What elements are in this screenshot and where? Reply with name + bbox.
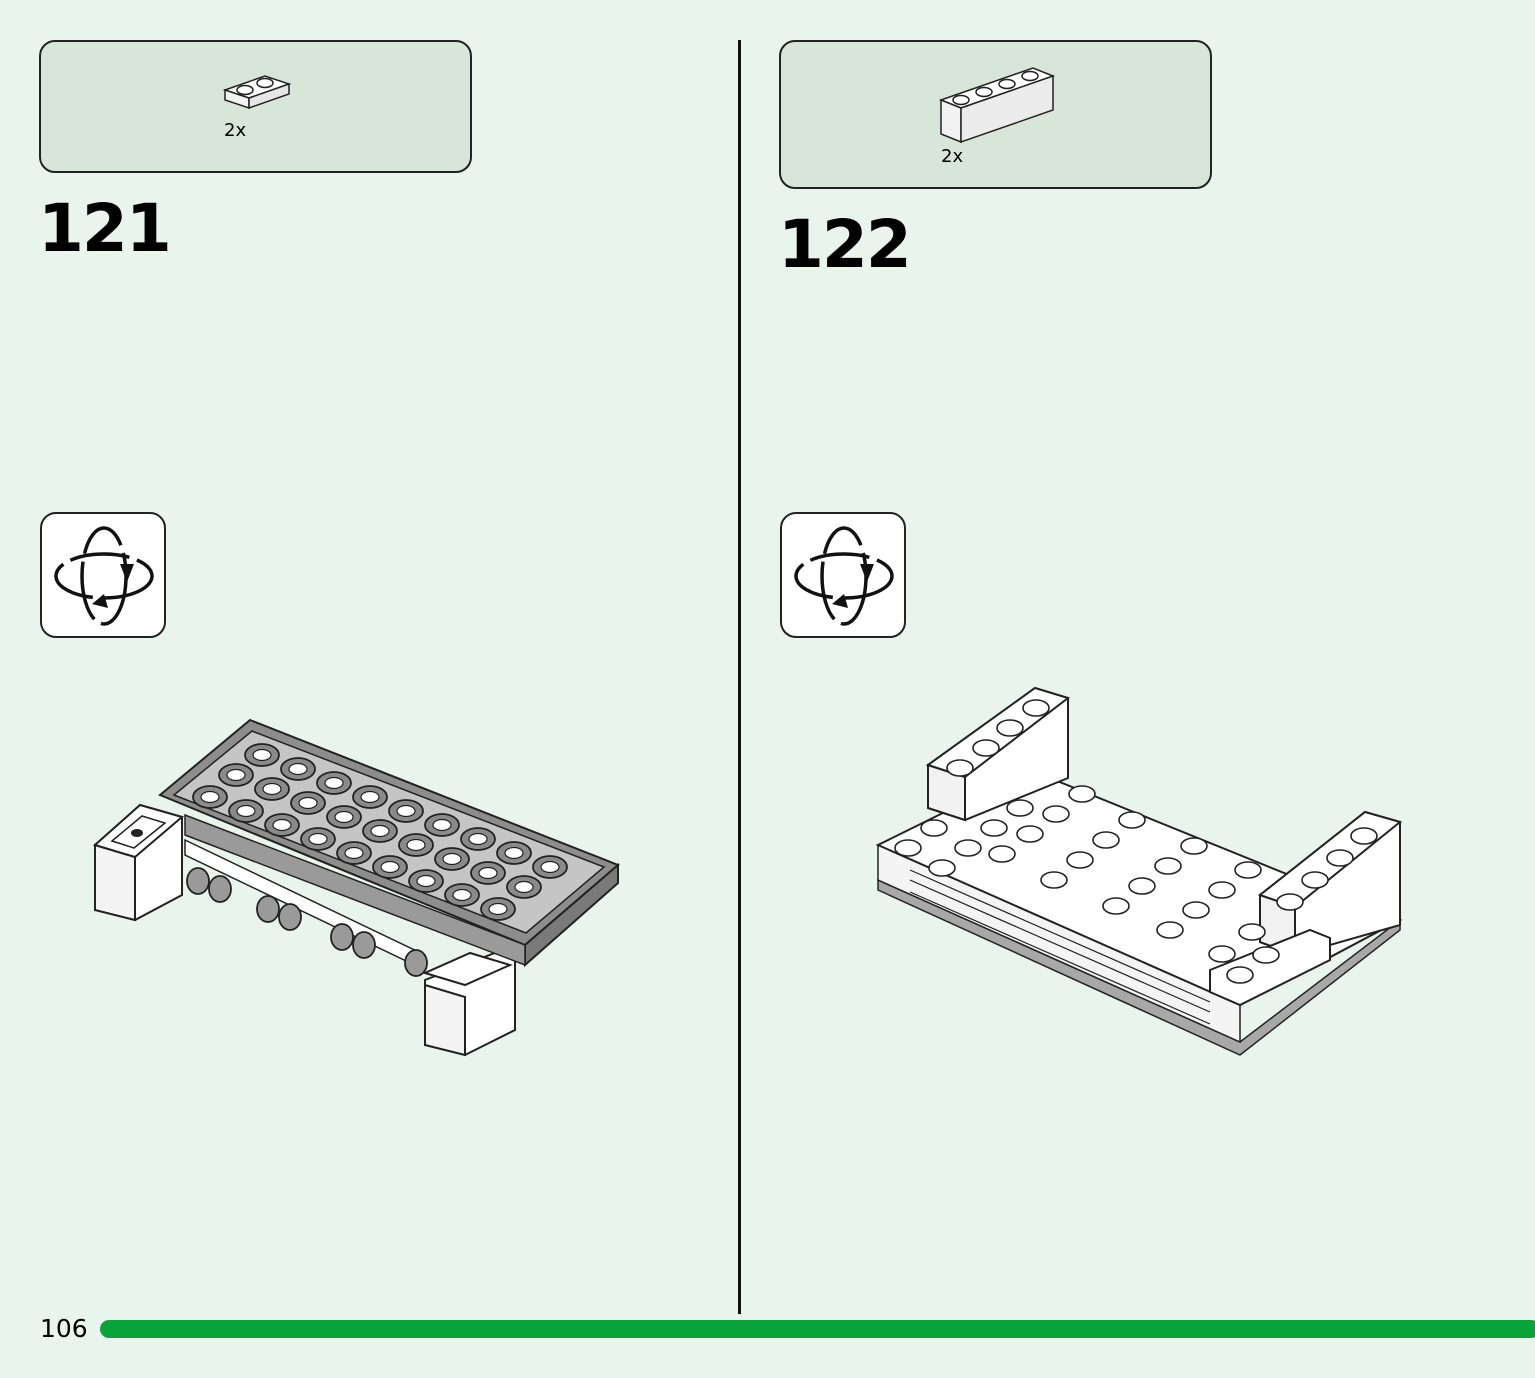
parts-callout-step-121: 2x: [39, 40, 472, 173]
progress-bar: [100, 1320, 1535, 1338]
part-quantity: 2x: [224, 120, 247, 141]
rotate-model-indicator: [780, 512, 906, 638]
rotate-model-indicator: [40, 512, 166, 638]
parts-callout-step-122: 2x: [779, 40, 1212, 189]
part-quantity: 2x: [941, 146, 964, 167]
page-number: 106: [40, 1314, 88, 1343]
rotate-model-icon: [54, 526, 154, 626]
step-number: 122: [778, 206, 912, 283]
step-divider: [738, 40, 741, 1314]
model-assembly-step-122: [875, 686, 1403, 1056]
rotate-model-icon: [794, 526, 894, 626]
step-number: 121: [38, 190, 172, 267]
brick-1x4-white-icon: [938, 67, 1056, 144]
model-assembly-step-121: [92, 718, 620, 1057]
brick-1x2-white-icon: [222, 75, 292, 110]
